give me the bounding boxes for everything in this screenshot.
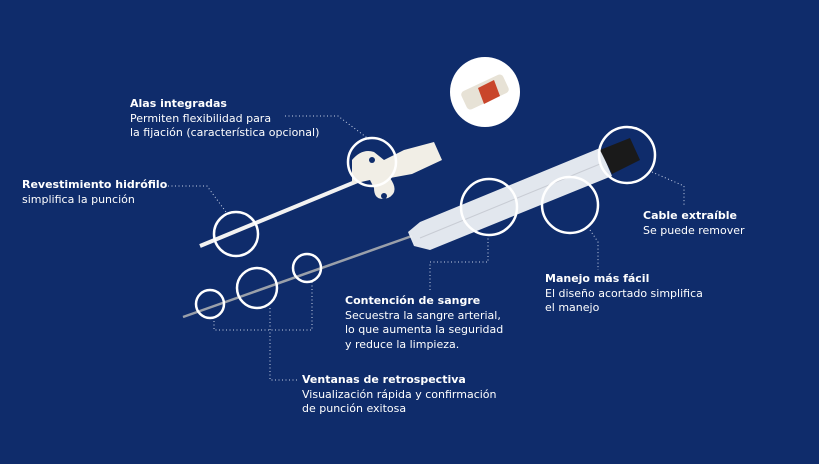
callout-text: lo que aumenta la seguridad bbox=[345, 323, 504, 336]
callout-cable: Cable extraíble Se puede remover bbox=[643, 209, 745, 238]
callout-text: Permiten flexibilidad para bbox=[130, 111, 272, 125]
leader-lines bbox=[168, 115, 685, 381]
callout-title: Alas integradas bbox=[130, 97, 227, 110]
callout-text: simplifica la punción bbox=[22, 192, 135, 206]
callout-text: El diseño acortado simplifica bbox=[545, 286, 703, 300]
callout-text: Visualización rápida y confirmación bbox=[302, 387, 497, 401]
callout-title: Ventanas de retrospectiva bbox=[302, 373, 466, 386]
callout-text: Se puede remover bbox=[643, 223, 745, 237]
callout-manejo: Manejo más fácil El diseño acortado simp… bbox=[545, 272, 703, 316]
callout-title: Manejo más fácil bbox=[545, 272, 650, 285]
callout-text: el manejo bbox=[545, 301, 600, 314]
callout-text: la fijación (característica opcional) bbox=[130, 126, 320, 139]
callout-contencion: Contención de sangre Secuestra la sangre… bbox=[345, 294, 503, 352]
callout-title: Contención de sangre bbox=[345, 294, 481, 307]
callout-text: y reduce la limpieza. bbox=[345, 337, 460, 351]
callout-ventanas: Ventanas de retrospectiva Visualización … bbox=[302, 373, 497, 417]
needle-device bbox=[182, 138, 640, 319]
callout-title: Revestimiento hidrófilo bbox=[22, 178, 168, 191]
callout-revestimiento: Revestimiento hidrófilo simplifica la pu… bbox=[22, 178, 167, 207]
callout-text: de punción exitosa bbox=[302, 402, 407, 415]
callout-text: Secuestra la sangre arterial, bbox=[345, 308, 501, 322]
callout-alas-integradas: Alas integradas Permiten flexibilidad pa… bbox=[130, 97, 319, 141]
catheter-top bbox=[199, 142, 442, 248]
inset-image bbox=[450, 57, 520, 127]
highlight-circles bbox=[194, 125, 657, 320]
callout-title: Cable extraíble bbox=[643, 209, 737, 222]
